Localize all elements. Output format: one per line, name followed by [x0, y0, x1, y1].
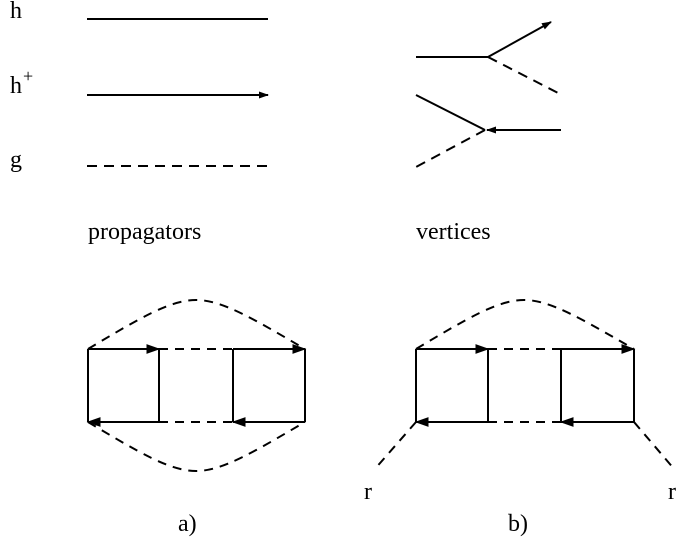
label-h-plus-superscript: +	[23, 66, 34, 86]
b-external-right-dashed	[633, 421, 676, 471]
vertex2-g-dashed-line	[415, 129, 486, 168]
caption-diagram-b: b)	[508, 511, 528, 537]
diagram-a	[86, 298, 307, 473]
label-g: g	[10, 147, 22, 173]
vertex1-h-plus-out-arrow	[487, 21, 552, 58]
label-h-plus: h+	[10, 67, 33, 99]
label-r-right: r	[668, 479, 676, 505]
label-h-plus-base: h	[10, 73, 22, 99]
b-external-left-dashed	[373, 421, 417, 471]
caption-diagram-a: a)	[178, 511, 197, 537]
caption-vertices: vertices	[416, 219, 491, 245]
diagram-b	[373, 298, 676, 471]
vertex1-g-dashed-line	[487, 56, 563, 96]
b-top-dashed-arc	[415, 298, 635, 350]
caption-propagators: propagators	[88, 219, 202, 245]
label-r-left: r	[364, 479, 372, 505]
vertex2-h-line	[415, 94, 486, 131]
a-bottom-dashed-arc	[87, 421, 306, 473]
label-h: h	[10, 0, 22, 24]
a-top-dashed-arc	[87, 298, 306, 350]
